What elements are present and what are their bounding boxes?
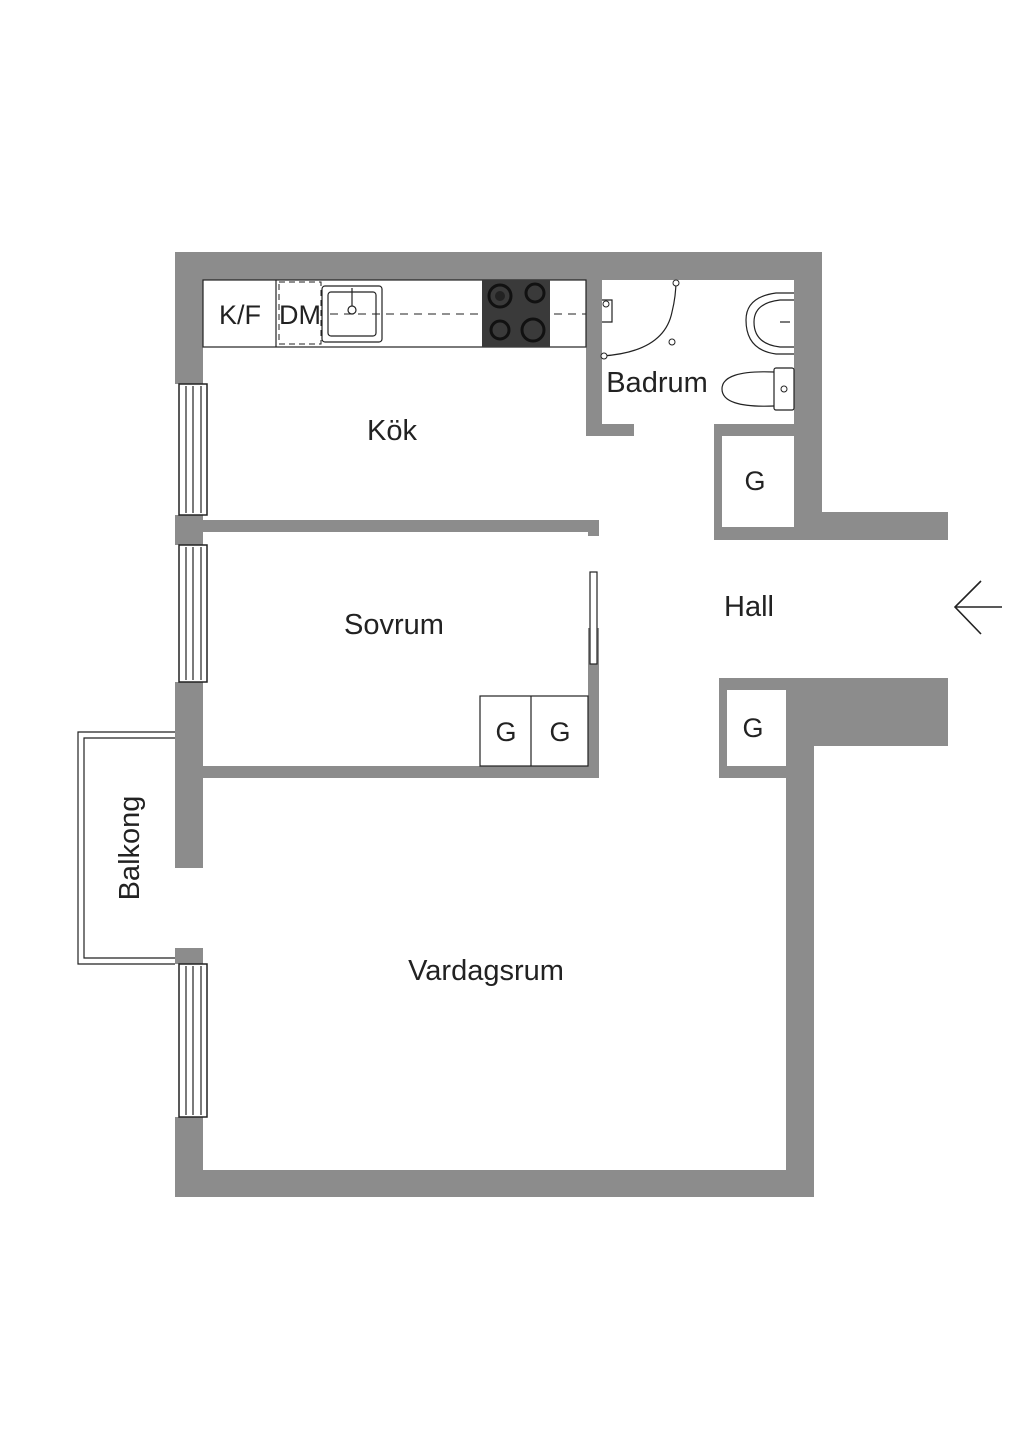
hall-wardrobe-lower: G [742, 713, 763, 743]
kitchen-window [178, 383, 208, 516]
room-label-balcony: Balkong [114, 796, 146, 901]
outer-walls [175, 252, 948, 1197]
wardrobe-label-3: G [744, 466, 765, 496]
room-label-hall: Hall [724, 591, 774, 623]
fridge-freezer-label: K/F [219, 300, 261, 330]
room-label-bathroom: Badrum [606, 367, 708, 399]
room-label-kitchen: Kök [367, 415, 417, 447]
hall-wardrobe-upper: G [744, 466, 765, 496]
bedroom-window [178, 544, 208, 683]
bedroom-wardrobes: G G [479, 695, 589, 767]
bathroom-fixtures [600, 279, 795, 411]
dishwasher-label: DM [279, 300, 321, 330]
kitchen-counter: K/F DM [202, 279, 587, 348]
balcony [77, 731, 175, 965]
wardrobe-label-4: G [742, 713, 763, 743]
wardrobe-label-1: G [495, 717, 516, 747]
room-label-bedroom: Sovrum [344, 609, 444, 641]
wardrobe-label-2: G [549, 717, 570, 747]
living-room-window [178, 963, 208, 1118]
arrow-left-icon [953, 580, 1002, 635]
room-label-living-room: Vardagsrum [408, 955, 564, 987]
interior-walls [203, 278, 796, 778]
bedroom-door [589, 571, 598, 665]
